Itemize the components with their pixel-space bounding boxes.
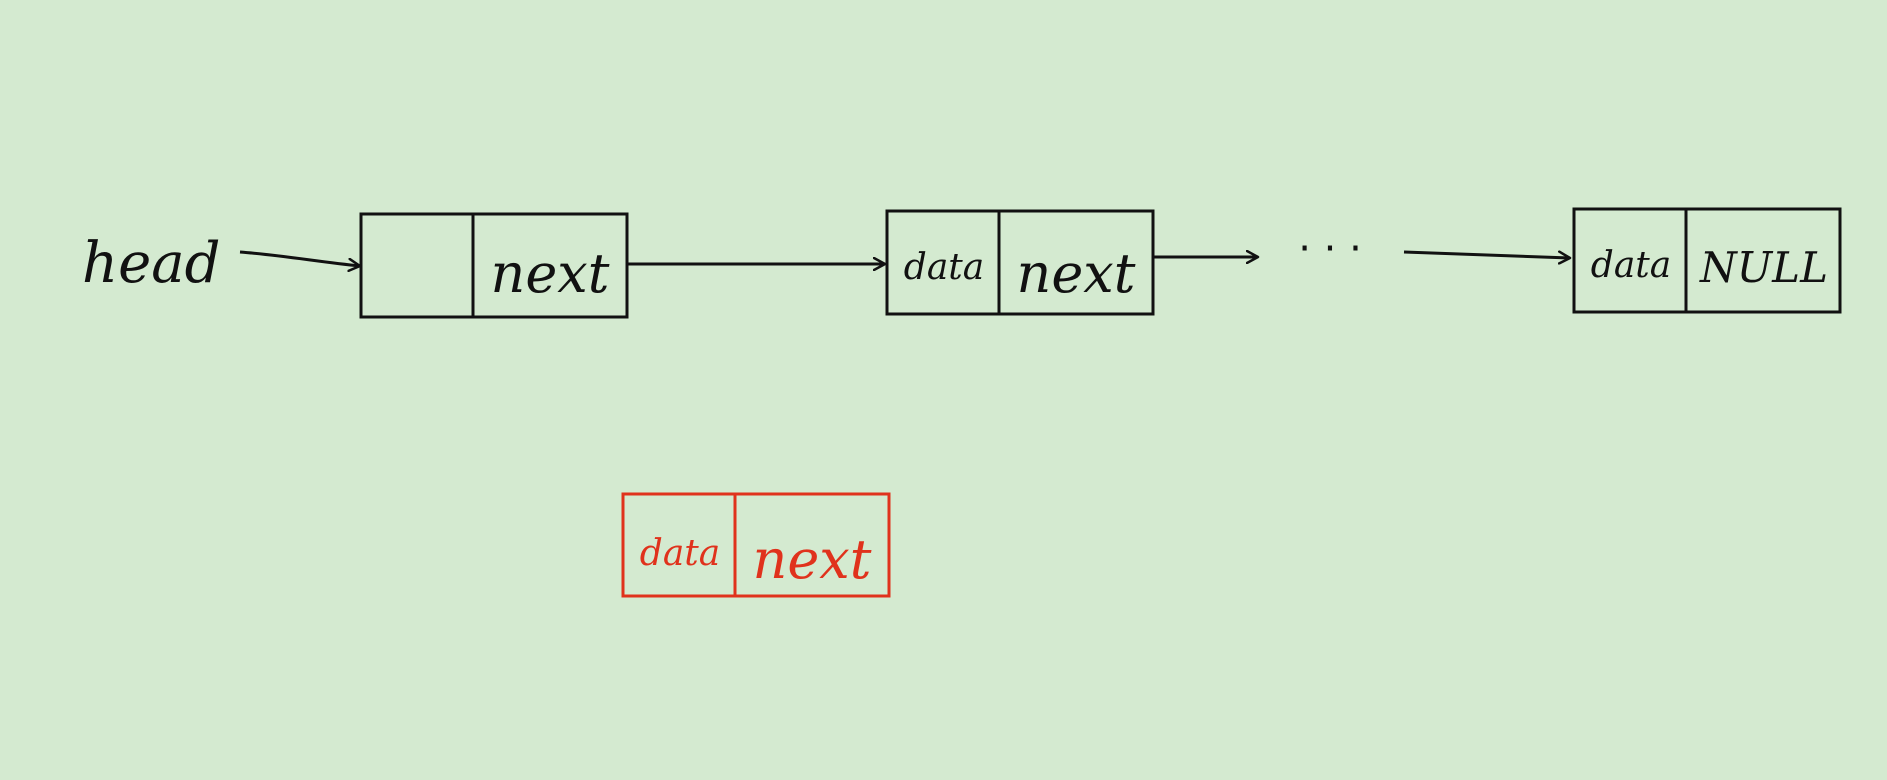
list-node-last: data NULL: [1572, 207, 1842, 314]
new-node-next: next: [753, 528, 872, 591]
new-node-data: data: [640, 533, 720, 574]
node-last-data: data: [1591, 245, 1671, 286]
node-1-next: next: [491, 242, 610, 305]
arrow-head-to-first: [239, 250, 360, 266]
ellipsis-label: · · ·: [1298, 226, 1362, 272]
node-last-next: NULL: [1699, 243, 1828, 292]
node-2-box: [885, 209, 1155, 316]
list-node-2: data next: [885, 209, 1155, 316]
list-node-1: next: [359, 212, 629, 319]
new-node-box: [621, 492, 891, 598]
node-2-data: data: [904, 247, 984, 288]
new-node: data next: [621, 492, 891, 598]
arrow-ellipsis-to-last: [1403, 250, 1570, 258]
head-label: head: [82, 231, 220, 296]
node-last-box: [1572, 207, 1842, 314]
node-2-next: next: [1017, 242, 1136, 305]
